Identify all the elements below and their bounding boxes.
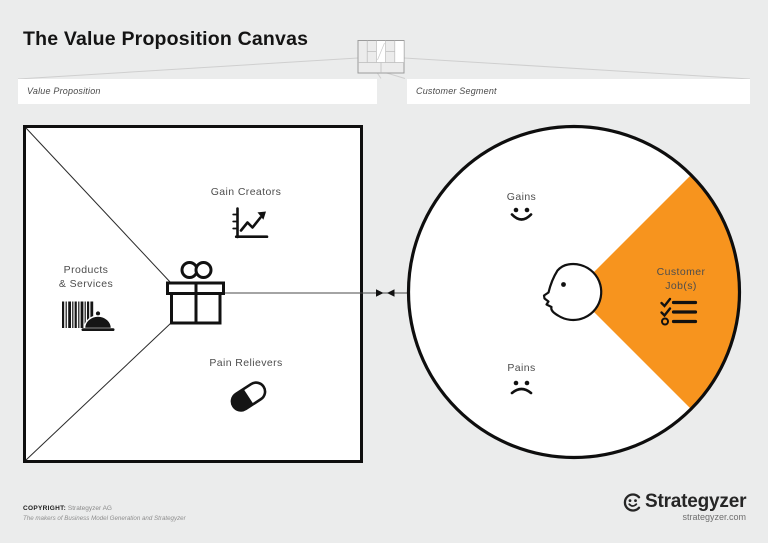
cloche-icon [81,310,115,331]
value-proposition-bar: Value Proposition [18,79,377,104]
pill-icon [230,381,267,412]
square-diagonals [25,127,172,461]
products-services-label: Products & Services [58,264,114,290]
growth-chart-icon [232,207,269,239]
gift-icon [166,261,225,325]
copyright-label: COPYRIGHT: [23,505,67,512]
mini-business-model-canvas-icon [357,40,405,74]
customer-jobs-wedge [574,175,740,409]
gains-label: Gains [506,191,537,203]
barcode-icon [62,301,94,328]
smile-icon [510,207,533,221]
customer-jobs-label: Customer Job(s) [656,266,706,292]
copyright-tagline: The makers of Business Model Generation … [23,515,186,522]
customer-segment-bar-label: Customer Segment [416,86,497,96]
copyright-owner: Strategyzer AG [66,505,112,512]
pain-relievers-label: Pain Relievers [209,357,283,369]
page-title: The Value Proposition Canvas [23,28,309,50]
gain-creators-label: Gain Creators [210,186,282,198]
copyright-line: COPYRIGHT: Strategyzer AG [23,505,112,513]
brand-wordmark: Strategyzer [645,491,747,512]
value-proposition-bar-label: Value Proposition [27,86,101,96]
frown-icon [510,380,533,395]
customer-segment-bar: Customer Segment [407,79,750,104]
pains-label: Pains [507,362,536,374]
strategyzer-logo-icon [623,493,641,512]
fit-arrows-icon [376,289,395,297]
checklist-icon [660,297,698,326]
brand-website: strategyzer.com [682,512,746,522]
head-profile-icon [542,262,603,322]
